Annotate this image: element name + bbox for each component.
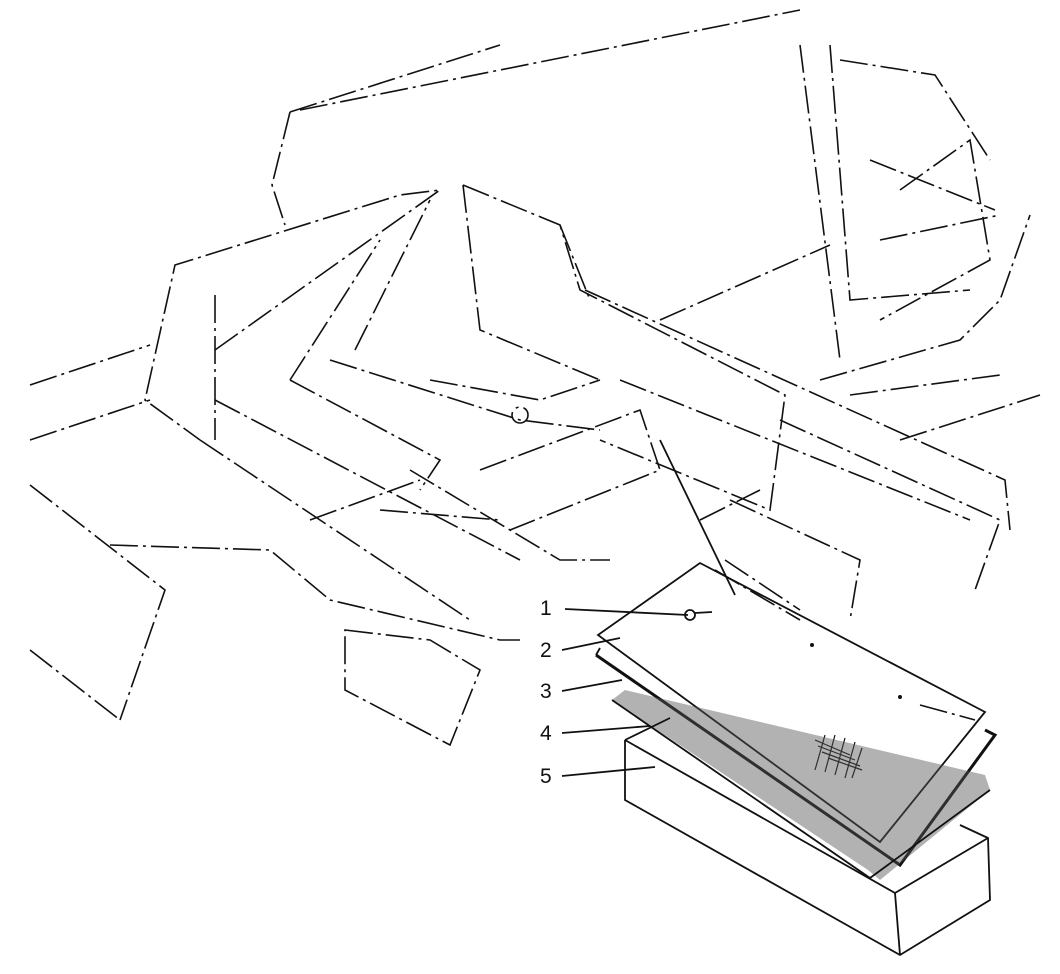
part-2-cover-plate	[596, 561, 987, 844]
callout-3: 3	[540, 680, 552, 703]
callout-1: 1	[540, 597, 552, 620]
part-1-fastener	[684, 609, 713, 621]
part-3-frame	[595, 647, 998, 868]
callout-5: 5	[540, 765, 552, 788]
callout-2: 2	[540, 639, 552, 662]
leader-lines	[561, 608, 689, 777]
callout-4: 4	[540, 722, 552, 745]
screen-mesh-icon	[814, 734, 863, 779]
chassis-outline	[29, 9, 1041, 747]
part-5-housing	[624, 717, 991, 957]
